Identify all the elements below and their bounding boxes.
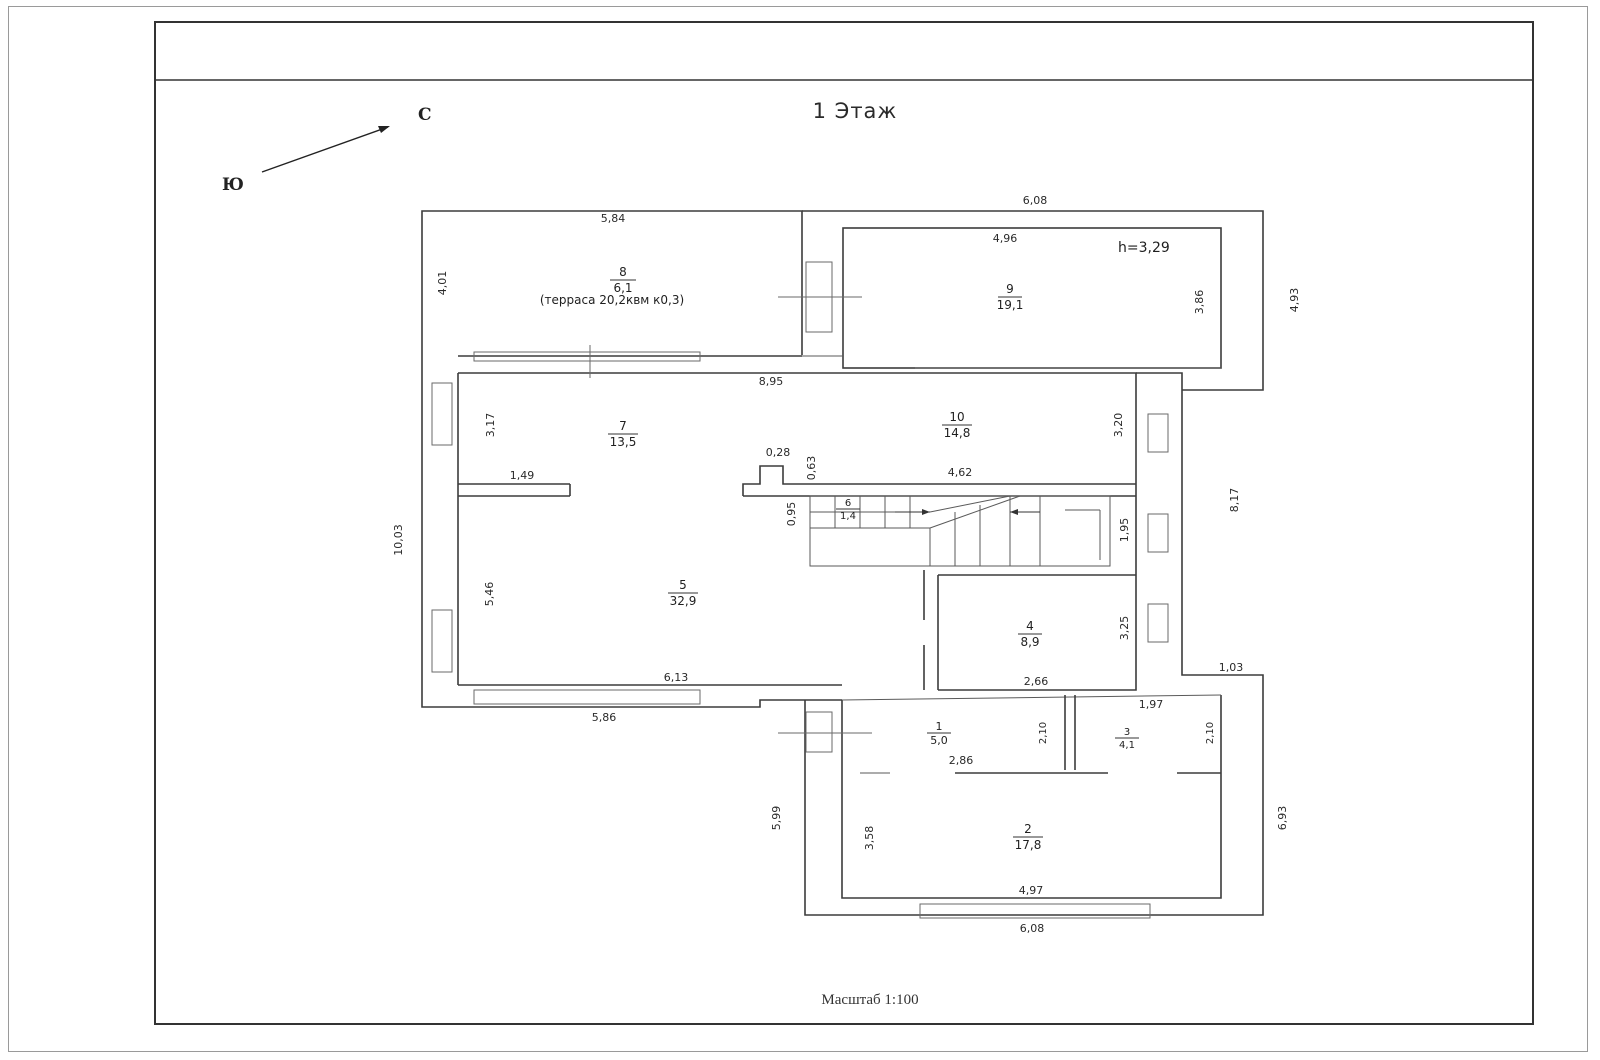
dim-room7-depth: 3,17 <box>484 413 497 438</box>
dim-step-028: 0,28 <box>766 446 791 459</box>
room-5-label: 5 32,9 <box>668 578 698 608</box>
room-7-area: 13,5 <box>610 435 637 449</box>
room-8-label: 8 6,1 (терраса 20,2квм к0,3) <box>540 265 684 307</box>
plan-title: 1 Этаж <box>813 99 898 123</box>
dim-left-1003: 10,03 <box>392 524 405 556</box>
dim-wall-462: 4,62 <box>948 466 973 479</box>
room-7-label: 7 13,5 <box>608 419 638 449</box>
left-outer-wall <box>421 355 842 708</box>
room-3-area: 4,1 <box>1119 740 1135 751</box>
room-3-label: 3 4,1 <box>1115 727 1139 751</box>
dim-room2-depth: 3,58 <box>863 826 876 851</box>
dim-terrace-depth: 4,01 <box>436 271 449 296</box>
dim-bottom-608: 6,08 <box>1020 922 1045 935</box>
room-3-number: 3 <box>1124 727 1130 738</box>
staircase <box>809 495 1111 567</box>
room-8-number: 8 <box>619 265 627 279</box>
room-10-area: 14,8 <box>944 426 971 440</box>
ceiling-height-label: h=3,29 <box>1118 240 1170 256</box>
room-5-area: 32,9 <box>670 594 697 608</box>
room-9-area: 19,1 <box>997 298 1024 312</box>
dim-room9-width: 4,96 <box>993 232 1018 245</box>
terrace-outline <box>421 210 803 355</box>
room-6-label: 6 1,4 <box>836 498 860 522</box>
compass-south-label: Ю <box>222 175 244 195</box>
dim-bottom-left-586: 5,86 <box>592 711 617 724</box>
dim-room5-width: 6,13 <box>664 671 689 684</box>
dim-wall-149: 1,49 <box>510 469 535 482</box>
right-outer-wall <box>804 372 1264 916</box>
room-2-label: 2 17,8 <box>1013 822 1043 852</box>
dim-room3-depth: 2,10 <box>1205 722 1216 744</box>
room1-top-wall <box>841 694 1222 701</box>
room-8-area: 6,1 <box>613 281 632 295</box>
dim-top-608: 6,08 <box>1023 194 1048 207</box>
room-4-number: 4 <box>1026 619 1034 633</box>
north-arrow-icon <box>261 126 390 173</box>
room-1-number: 1 <box>936 720 943 733</box>
room-8-note: (терраса 20,2квм к0,3) <box>540 293 684 307</box>
room-10-label: 10 14,8 <box>942 410 972 440</box>
room-6-number: 6 <box>845 498 851 509</box>
room-7-number: 7 <box>619 419 627 433</box>
dim-step-063: 0,63 <box>805 456 818 481</box>
room-9-label: 9 19,1 <box>997 282 1024 312</box>
room-5-number: 5 <box>679 578 687 592</box>
room-2-number: 2 <box>1024 822 1032 836</box>
room9-outer-wall <box>802 210 1264 391</box>
bottom-inner-wall <box>841 695 1222 899</box>
windows <box>431 261 1169 919</box>
dim-right-103: 1,03 <box>1219 661 1244 674</box>
dim-left-599: 5,99 <box>770 806 783 831</box>
dim-room1-depth: 2,10 <box>1038 722 1049 744</box>
room-4-area: 8,9 <box>1020 635 1039 649</box>
dim-mid-895: 8,95 <box>759 375 784 388</box>
room-10-number: 10 <box>949 410 964 424</box>
compass-north-label: С <box>418 105 432 125</box>
dim-room3-width: 1,97 <box>1139 698 1164 711</box>
sheet-border <box>154 21 1534 1025</box>
main-inner-wall <box>458 372 1137 691</box>
dim-room4-width: 2,66 <box>1024 675 1049 688</box>
dim-right-817: 8,17 <box>1228 488 1241 513</box>
dim-terrace-width: 5,84 <box>601 212 626 225</box>
scale-label: Масштаб 1:100 <box>821 992 918 1008</box>
dim-room2-width: 4,97 <box>1019 884 1044 897</box>
dim-room1-width: 2,86 <box>949 754 974 767</box>
dim-right-693: 6,93 <box>1276 806 1289 831</box>
room-6-area: 1,4 <box>840 511 856 522</box>
stair-partition <box>742 465 1136 496</box>
dim-room4-depth: 3,25 <box>1118 616 1131 641</box>
room-9-number: 9 <box>1006 282 1014 296</box>
page-frame <box>8 6 1588 1052</box>
dim-right-493: 4,93 <box>1288 288 1301 313</box>
dim-room10-depth: 3,20 <box>1112 413 1125 438</box>
dim-room9-depth: 3,86 <box>1193 290 1206 315</box>
room-4-label: 4 8,9 <box>1018 619 1042 649</box>
dim-stair-195: 1,95 <box>1118 518 1131 543</box>
room-1-label: 1 5,0 <box>927 720 951 747</box>
room-1-area: 5,0 <box>930 734 948 747</box>
room-2-area: 17,8 <box>1015 838 1042 852</box>
dim-stair-095: 0,95 <box>785 502 798 527</box>
dim-room5-depth: 5,46 <box>483 582 496 607</box>
